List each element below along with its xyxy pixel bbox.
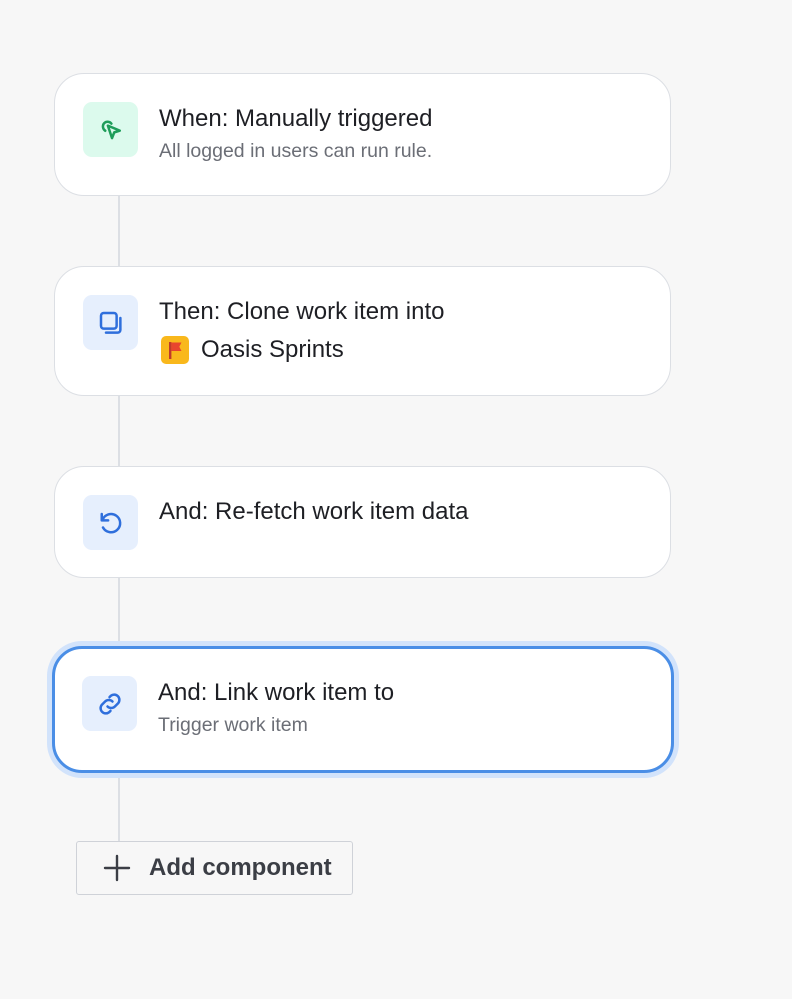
step-title: And: Re-fetch work item data bbox=[159, 498, 469, 525]
rule-step-clone[interactable]: Then: Clone work item into Oasis Sprints bbox=[54, 266, 671, 396]
add-component-button[interactable]: Add component bbox=[76, 841, 353, 895]
cursor-pointer-icon bbox=[101, 120, 121, 139]
rule-step-refetch[interactable]: And: Re-fetch work item data bbox=[54, 466, 671, 578]
connector-line bbox=[118, 395, 120, 466]
step-subtitle: Trigger work item bbox=[158, 714, 308, 736]
add-component-label: Add component bbox=[149, 854, 332, 881]
step-text: When: Manually triggered All logged in u… bbox=[159, 104, 432, 164]
plus-icon bbox=[102, 853, 132, 883]
action-icon-tile bbox=[83, 495, 138, 550]
step-title: Then: Clone work item into bbox=[159, 298, 445, 325]
step-text: Then: Clone work item into Oasis Sprints bbox=[159, 297, 444, 365]
step-text: And: Link work item to Trigger work item bbox=[158, 678, 394, 738]
link-icon bbox=[98, 692, 121, 715]
step-text: And: Re-fetch work item data bbox=[159, 497, 468, 527]
red-flag-icon bbox=[161, 336, 189, 364]
action-icon-tile bbox=[83, 295, 138, 350]
step-title: And: Link work item to bbox=[158, 679, 395, 706]
target-project[interactable]: Oasis Sprints bbox=[159, 335, 444, 365]
action-icon-tile bbox=[82, 676, 137, 731]
copy-icon bbox=[99, 311, 122, 334]
refresh-icon bbox=[100, 512, 121, 534]
connector-line bbox=[118, 774, 120, 842]
connector-line bbox=[118, 195, 120, 267]
rule-step-trigger[interactable]: When: Manually triggered All logged in u… bbox=[54, 73, 671, 196]
step-title: When: Manually triggered bbox=[159, 105, 433, 132]
project-name: Oasis Sprints bbox=[201, 336, 344, 363]
connector-line bbox=[118, 578, 120, 646]
trigger-icon-tile bbox=[83, 102, 138, 157]
step-subtitle: All logged in users can run rule. bbox=[159, 140, 433, 162]
rule-step-link[interactable]: And: Link work item to Trigger work item bbox=[52, 646, 674, 773]
